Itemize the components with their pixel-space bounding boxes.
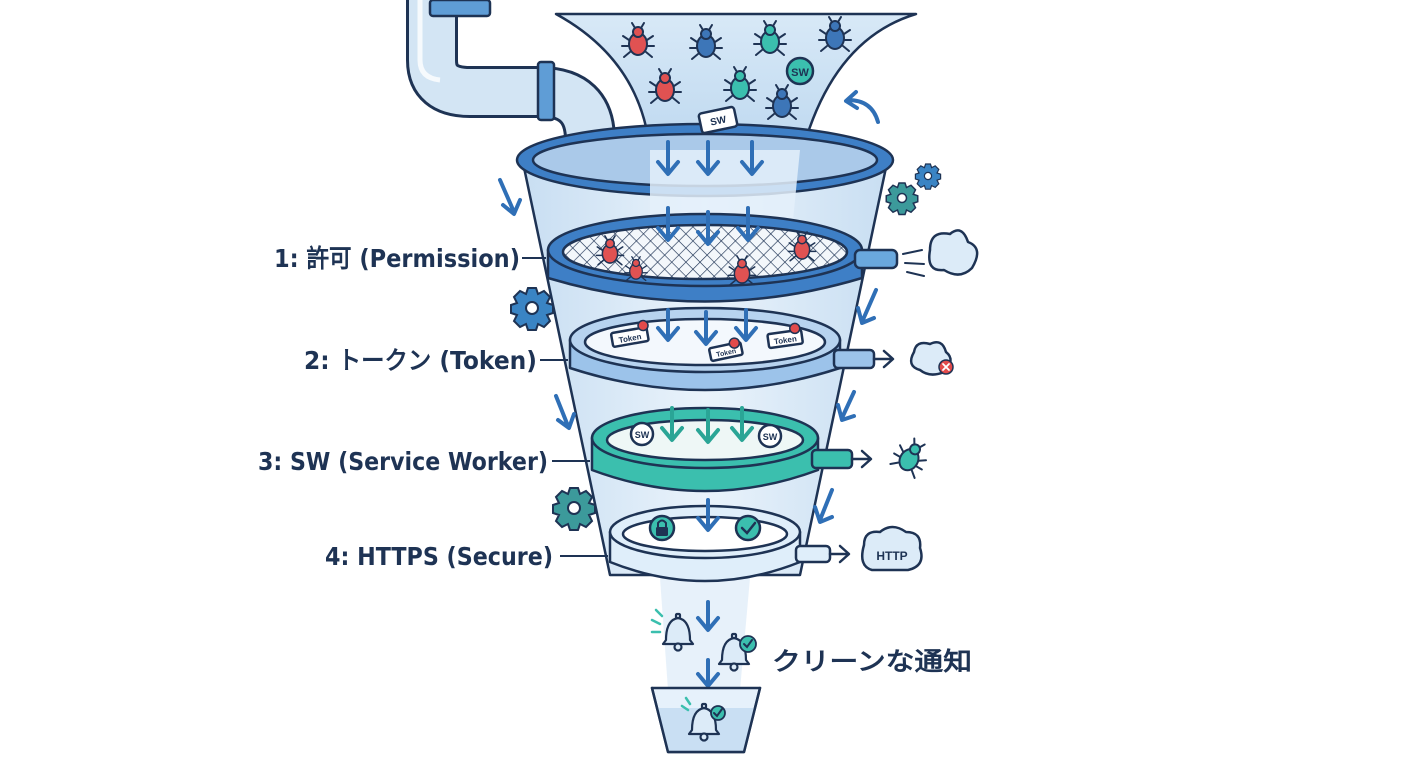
token-card-icon: Token [708,337,744,363]
http-cloud-icon: HTTP [861,525,923,572]
token-cards: Token Token Token [609,319,804,363]
flow-arrows [656,140,764,688]
sparkle-icon [680,696,692,712]
sparkle-icon [650,608,664,634]
gears [510,163,942,531]
permission-filter [546,212,899,303]
reject-arrow-icon [850,449,873,469]
svg-text:Token: Token [618,332,642,345]
svg-text:Token: Token [716,348,737,359]
token-card-icon: Token [609,319,650,348]
stage-label-permission: 1: 許可 (Permission) [274,244,520,273]
sw-badge-icon: SW [757,423,783,449]
check-icon [739,635,757,653]
output-label: クリーンな通知 [772,647,972,676]
svg-text:HTTP: HTTP [876,549,907,563]
reject-arrow-icon [872,349,895,369]
check-icon [710,705,726,721]
output-cup [650,686,762,754]
check-icon [734,514,762,542]
stage-label-token: 2: トークン (Token) [304,346,537,375]
sw-badge-icon: SW [629,421,655,447]
cloud-icon [909,341,954,376]
sw-card-icon: SW [697,105,739,135]
sw-badge-icon: SW [785,56,815,86]
reject-arrow-icon [828,544,851,564]
stage-label-https: 4: HTTPS (Secure) [325,542,553,571]
gear-icon [510,287,554,331]
rejected-outputs: HTTP [828,229,979,572]
sw-ring-badges: SW SW [629,421,783,449]
svg-text:SW: SW [763,432,778,442]
gear-icon [885,182,919,216]
gear-icon [914,163,942,190]
notifications [650,608,757,672]
svg-text:Token: Token [773,334,797,346]
side-arrows [498,90,880,524]
bug-icon [887,432,935,480]
gear-icon [552,487,596,531]
stage-labels: 1: 許可 (Permission) 2: トークン (Token) 3: SW… [258,244,608,571]
svg-text:SW: SW [635,430,650,440]
lock-icon [648,514,676,542]
token-card-icon: Token [766,322,804,350]
stage-label-service-worker: 3: SW (Service Worker) [258,447,548,476]
svg-text:SW: SW [709,114,728,128]
svg-text:SW: SW [791,67,809,79]
cloud-icon [902,229,979,277]
